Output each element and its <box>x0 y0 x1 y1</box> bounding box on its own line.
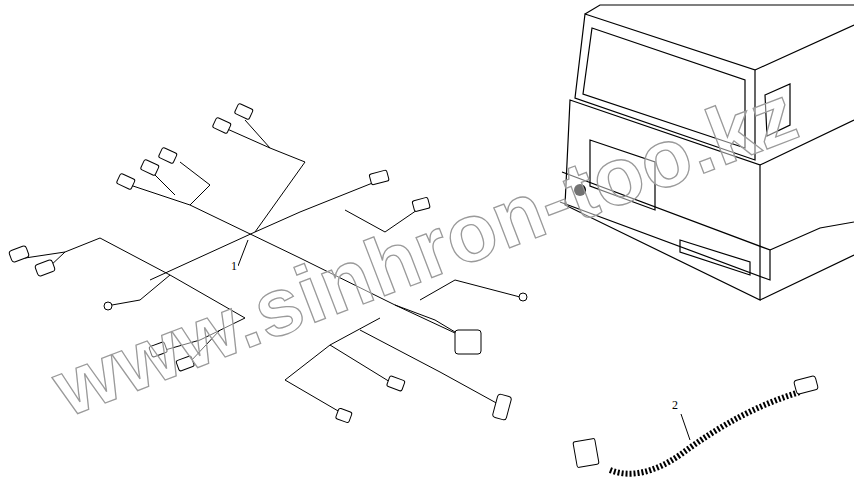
bulb-socket <box>519 293 527 301</box>
harness-branch <box>360 330 500 405</box>
harness-branch <box>130 185 190 205</box>
callout-number: 1 <box>230 260 238 272</box>
connector-plug <box>335 408 352 423</box>
connector-plug <box>369 170 389 185</box>
watermark: www.sinhron-too.kz <box>43 71 807 429</box>
harness-branch <box>180 162 210 205</box>
cab-roof <box>585 5 854 14</box>
leader-line <box>681 414 690 440</box>
relay-connector <box>455 330 481 354</box>
connector-plug <box>158 147 177 164</box>
cab-step <box>770 222 854 250</box>
corrugated-cable <box>610 392 800 474</box>
callout-number: 2 <box>671 399 679 411</box>
cab-side <box>755 25 854 300</box>
connector-plug <box>234 103 253 120</box>
connector-plug <box>34 259 55 276</box>
harness-branch <box>112 275 170 305</box>
connector-plug <box>8 245 29 262</box>
harness-branch <box>245 120 305 232</box>
connector-plug <box>212 117 231 134</box>
side-harness <box>573 375 819 473</box>
connector-plug <box>492 394 512 421</box>
harness-branch <box>225 128 270 148</box>
cab-lamp <box>680 240 750 275</box>
connector-plug <box>140 159 159 176</box>
connector-plug <box>116 173 135 190</box>
bulb-socket <box>104 302 112 310</box>
harness-branch <box>330 345 395 385</box>
leader-line <box>238 240 248 266</box>
connector-plug <box>794 375 819 394</box>
connector-plug <box>573 438 599 467</box>
connector-plug <box>386 376 405 392</box>
